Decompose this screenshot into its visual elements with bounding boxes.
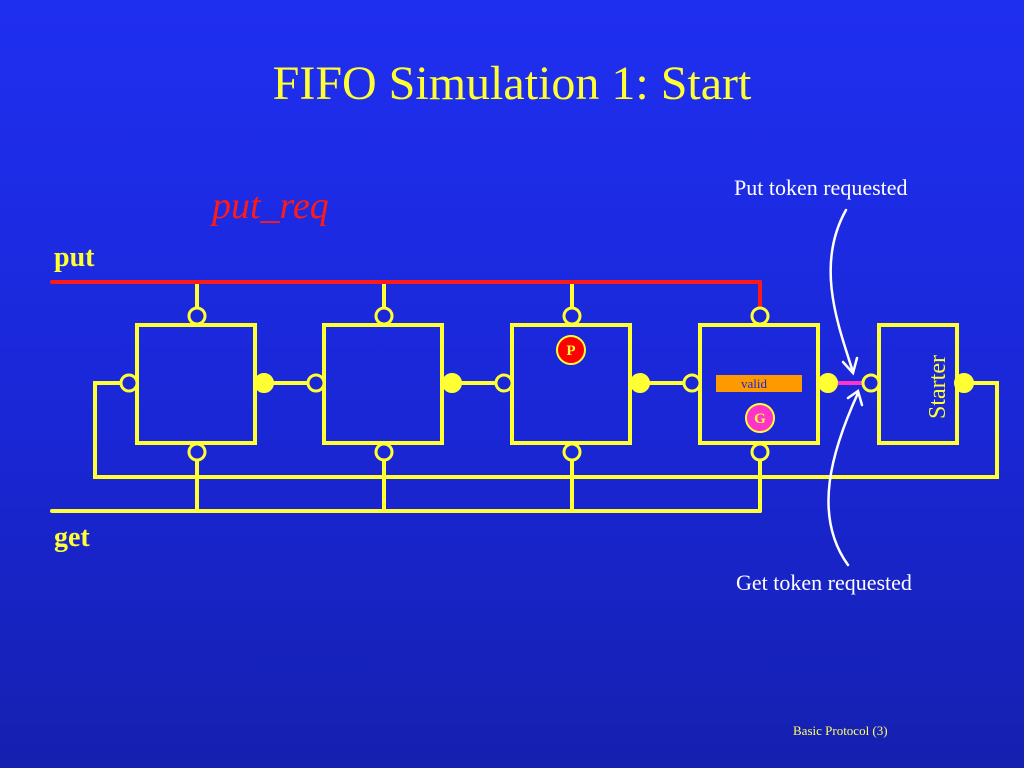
put-port-3 [562,306,582,326]
get-token-arrowhead [846,388,864,407]
valid-text: valid [741,376,767,391]
put-port-2 [374,306,394,326]
out-port-starter [954,373,974,393]
fifo-cell-1 [135,323,257,445]
feedback-loop-wire [93,381,999,479]
put-token-text: P [566,343,575,359]
put-bus-label: put [54,242,95,273]
get-port-1 [187,442,207,462]
get-token-annotation: Get token requested [736,570,912,595]
in-port-1 [119,373,139,393]
put-req-label: put_req [212,185,329,227]
out-port-4 [818,373,838,393]
starter-label: Starter [925,355,951,419]
get-token-text: G [754,411,766,427]
put-token-annotation: Put token requested [734,175,908,200]
slide-title: FIFO Simulation 1: Start [272,57,752,110]
out-port-1 [254,373,274,393]
get-token-icon [745,403,775,433]
put-token-arrowhead [841,356,859,376]
in-port-4 [682,373,702,393]
put-token-icon [556,335,586,365]
in-port-3 [494,373,514,393]
put-token-arrow [829,208,855,374]
put-port-1 [187,306,207,326]
get-port-3 [562,442,582,462]
get-port-4 [750,442,770,462]
out-port-3 [630,373,650,393]
get-port-2 [374,442,394,462]
fifo-cell-2 [322,323,444,445]
get-bus-label: get [54,522,90,553]
valid-bar [716,375,802,392]
in-port-2 [306,373,326,393]
out-port-2 [442,373,462,393]
get-token-arrow [827,391,860,567]
in-port-starter [861,373,881,393]
slide-footer: Basic Protocol (3) [793,723,888,738]
put-port-4 [750,306,770,326]
